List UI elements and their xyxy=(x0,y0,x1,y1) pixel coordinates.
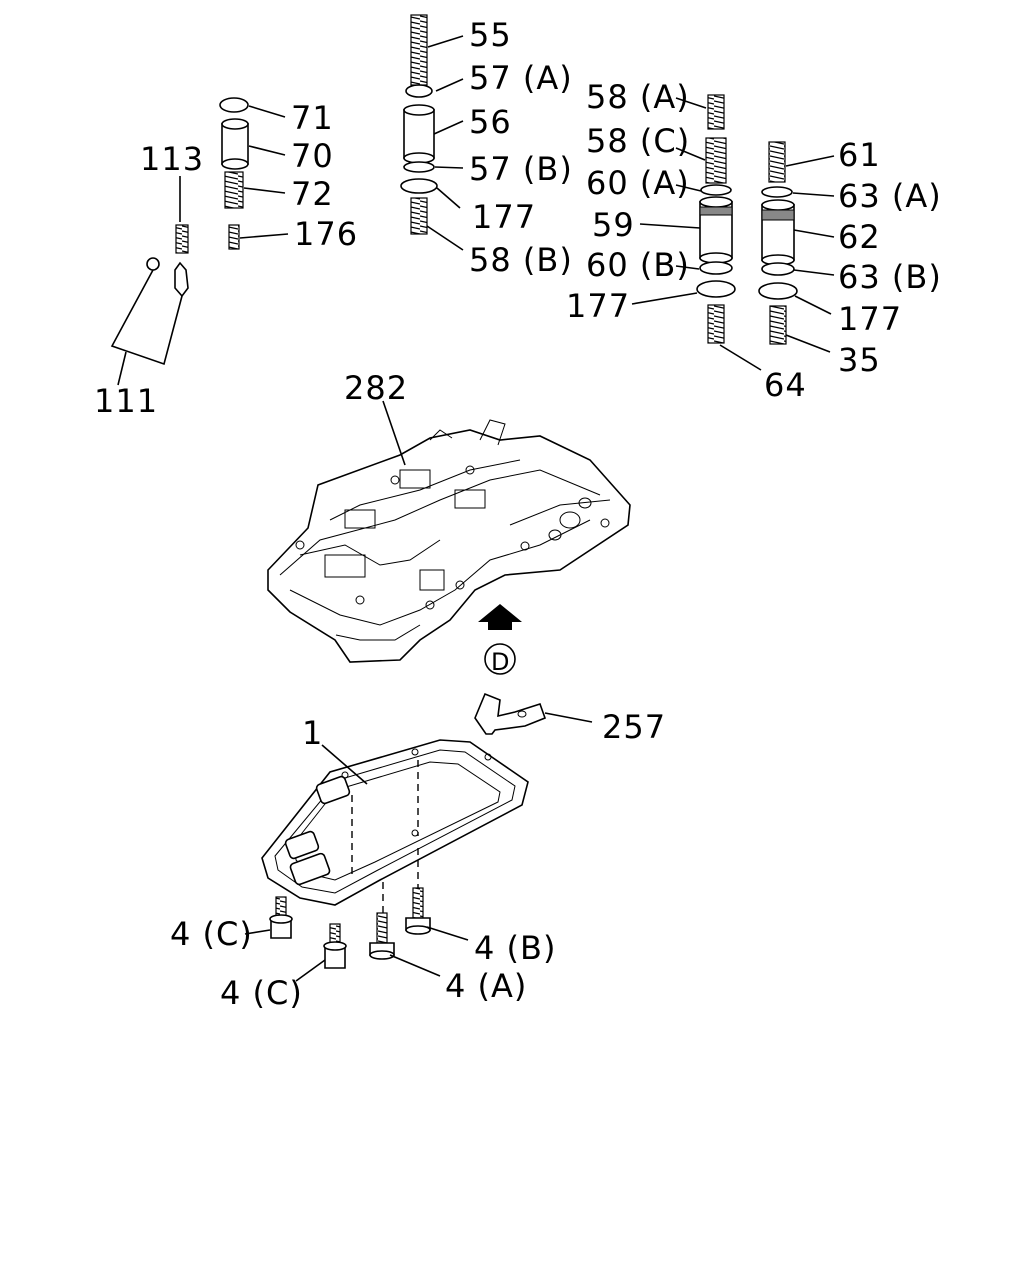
label-60b: 60 (B) xyxy=(586,246,690,284)
spring-58b xyxy=(410,197,428,235)
label-58b: 58 (B) xyxy=(469,241,573,279)
label-111: 111 xyxy=(94,382,158,420)
ball-111 xyxy=(146,257,160,271)
ring-60a xyxy=(700,184,732,196)
valve-62 xyxy=(761,199,795,266)
label-72: 72 xyxy=(291,175,334,213)
label-177-c: 177 xyxy=(838,300,902,338)
bolt-4b xyxy=(405,887,431,935)
valve-56 xyxy=(403,104,435,164)
label-55: 55 xyxy=(469,16,512,54)
label-35: 35 xyxy=(838,341,881,379)
label-4a: 4 (A) xyxy=(445,967,527,1005)
callout-labels: 55 57 (A) 56 57 (B) 177 58 (B) 71 70 72 … xyxy=(94,16,942,1012)
spring-72 xyxy=(224,171,244,209)
oring-177c xyxy=(758,282,798,300)
label-4c-upper: 4 (C) xyxy=(170,915,253,953)
spring-55 xyxy=(410,14,428,86)
valve-59 xyxy=(699,196,733,264)
bolt-4c-upper xyxy=(269,896,293,939)
spring-64 xyxy=(707,304,725,344)
view-d-circle xyxy=(484,643,516,675)
bracket-257 xyxy=(474,692,547,735)
label-63a: 63 (A) xyxy=(838,177,942,215)
ring-63a xyxy=(761,186,793,198)
label-58a: 58 (A) xyxy=(586,78,690,116)
label-1: 1 xyxy=(302,714,323,752)
view-arrow-icon xyxy=(478,604,522,630)
label-4b: 4 (B) xyxy=(474,929,556,967)
label-71: 71 xyxy=(291,99,334,137)
ring-57b xyxy=(403,161,435,173)
label-64: 64 xyxy=(764,366,807,404)
label-59: 59 xyxy=(592,206,635,244)
label-70: 70 xyxy=(291,137,334,175)
label-282: 282 xyxy=(344,369,408,407)
bolt-4a xyxy=(369,912,395,960)
ring-71 xyxy=(219,97,249,113)
ring-60b xyxy=(699,261,733,275)
label-61: 61 xyxy=(838,136,881,174)
label-177-b: 177 xyxy=(566,287,630,325)
label-62: 62 xyxy=(838,218,881,256)
ring-57a xyxy=(405,84,433,98)
label-257: 257 xyxy=(602,708,666,746)
spring-61 xyxy=(768,141,786,183)
label-4c-lower: 4 (C) xyxy=(220,974,303,1012)
spring-176 xyxy=(228,224,240,250)
label-56: 56 xyxy=(469,103,512,141)
oring-177 xyxy=(400,178,438,194)
label-57b: 57 (B) xyxy=(469,150,573,188)
valve-body-282 xyxy=(267,419,631,663)
valve-70 xyxy=(221,118,249,170)
label-57a: 57 (A) xyxy=(469,59,573,97)
ring-63b xyxy=(761,262,795,276)
spring-58a xyxy=(707,94,725,130)
spring-113 xyxy=(175,224,189,254)
label-63b: 63 (B) xyxy=(838,258,942,296)
plug-111 xyxy=(174,261,189,298)
label-60a: 60 (A) xyxy=(586,164,690,202)
oring-177b xyxy=(696,280,736,298)
label-176: 176 xyxy=(294,215,358,253)
label-58c: 58 (C) xyxy=(586,122,690,160)
spring-35 xyxy=(769,305,787,345)
label-view-d: D xyxy=(491,648,510,676)
strainer-1 xyxy=(261,739,529,906)
label-177-a: 177 xyxy=(472,198,536,236)
spring-58c xyxy=(705,137,727,184)
bolt-4c-lower xyxy=(323,923,347,969)
label-113: 113 xyxy=(140,140,204,178)
